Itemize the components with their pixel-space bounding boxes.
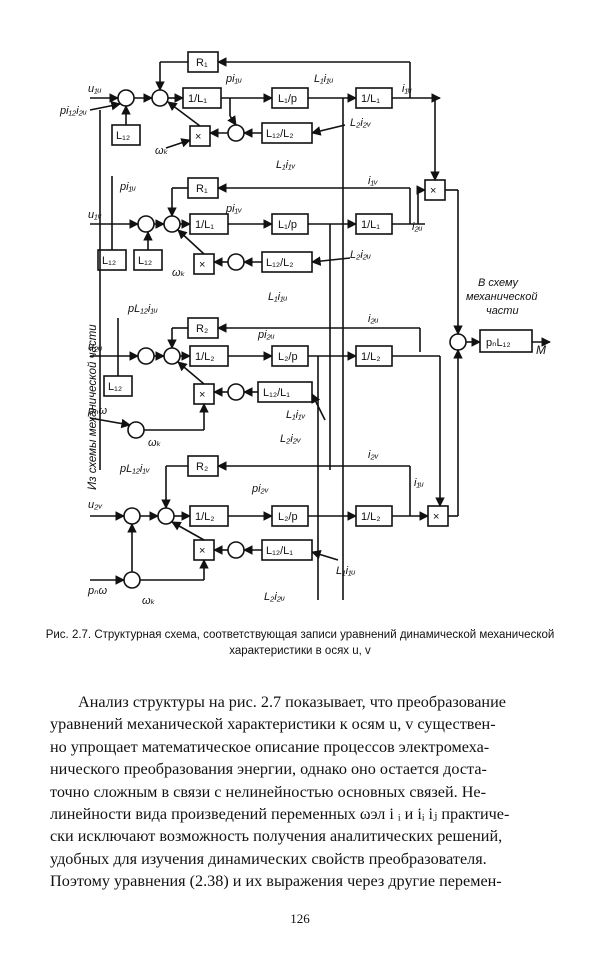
output-label-line2: механической <box>466 291 537 303</box>
page-number: 126 <box>290 911 310 926</box>
block-inv-l2-out-row4: 1/L₂ <box>361 511 381 523</box>
signal-omega-k-row2: ωₖ <box>172 267 186 279</box>
block-inv-l1-out-row2: 1/L₁ <box>361 219 380 231</box>
signal-L2i2v-row3: L₂i₂ᵥ <box>280 433 301 445</box>
block-l12-l1-row4: L₁₂/L₁ <box>266 545 293 557</box>
vertical-source-label: Из схемы механической части <box>87 324 99 490</box>
signal-i1u-row1: i₁ᵤ <box>402 83 412 95</box>
body-line: нического преобразования энергии, однако… <box>50 760 487 779</box>
block-pn-l12: pₙL₁₂ <box>486 337 511 349</box>
block-l12-row2a: L₁₂ <box>102 255 116 267</box>
block-l12-l1-row3: L₁₂/L₁ <box>263 387 290 399</box>
signal-u1v: u₁ᵥ <box>88 209 102 221</box>
block-mult-row1: × <box>195 131 201 143</box>
block-l2-p-row3: L₂/p <box>278 351 298 363</box>
figure-caption-text: Структурная схема, соответствующая запис… <box>94 629 555 657</box>
signal-i2v-row3: i₂ᵥ <box>368 449 379 461</box>
signal-pi2u: pi₂ᵤ <box>257 329 275 341</box>
signal-omega-k-row4: ωₖ <box>142 595 156 607</box>
body-line: удобных для изучения динамических свойст… <box>50 849 487 868</box>
body-line: уравнений механической характеристики к … <box>50 715 496 734</box>
body-line: линейности вида произведений переменных … <box>50 805 510 824</box>
figure-caption: Рис. 2.7. Структурная схема, соответству… <box>20 627 580 659</box>
block-mult-right1: × <box>430 185 436 197</box>
signal-pL12i1u: pL₁₂i₁ᵤ <box>127 303 158 315</box>
block-inv-l2-row4: 1/L₂ <box>195 511 215 523</box>
body-line: Поэтому уравнения (2.38) и их выражения … <box>50 872 502 891</box>
block-r1-row1: R₁ <box>196 57 208 69</box>
block-inv-l1-out-row1: 1/L₁ <box>361 93 380 105</box>
signal-pi2v: pi₂ᵥ <box>251 483 269 495</box>
signal-i1u-row4: i₁ᵤ <box>414 477 424 489</box>
signal-pi1u-row2: pi₁ᵤ <box>119 181 136 193</box>
output-symbol: M <box>536 343 546 357</box>
block-l1-p-row2: L₁/p <box>278 219 297 231</box>
block-diagram-figure: R₁ R₁ R₂ R₂ 1/L₁ 1/L₁ 1/L₂ 1/L₂ L₁/p L₁/… <box>59 51 551 607</box>
signal-i1v-row2: i₁ᵥ <box>368 175 378 187</box>
block-inv-l1-row1: 1/L₁ <box>188 93 207 105</box>
signal-u2v: u₂ᵥ <box>88 499 102 511</box>
signal-u2u: u₂ᵤ <box>88 341 102 353</box>
signal-L1i1v-row1: L₁i₁ᵥ <box>276 159 296 171</box>
signal-L1i1u-row2: L₁i₁ᵤ <box>268 291 288 303</box>
block-l12-row3: L₁₂ <box>108 381 122 393</box>
signal-pn-omega-row3: pₙω <box>87 405 108 417</box>
body-line: Анализ структуры на рис. 2.7 показывает,… <box>78 693 506 711</box>
block-r2-row4: R₂ <box>196 461 208 473</box>
block-inv-l1-row2: 1/L₁ <box>195 219 214 231</box>
block-mult-row2: × <box>199 259 205 271</box>
signal-L1i1v-row3: L₁i₁ᵥ <box>286 409 306 421</box>
body-paragraph: Анализ структуры на рис. 2.7 показывает,… <box>50 691 590 893</box>
signal-pi12i2u: pi₁₂i₂ᵤ <box>59 105 87 117</box>
figure-caption-label: Рис. 2.7. <box>45 629 92 641</box>
signal-L2i2v-row1: L₂i₂ᵥ <box>350 117 371 129</box>
block-l1-p-row1: L₁/p <box>278 93 297 105</box>
block-mult-row3: × <box>199 389 205 401</box>
block-l12-row1: L₁₂ <box>116 130 130 142</box>
signal-pi1v-row2: pi₁ᵥ <box>225 203 242 215</box>
signal-i2u-row3: i₂ᵤ <box>368 313 379 325</box>
signal-pL12i1v: pL₁₂i₁ᵥ <box>119 463 150 475</box>
signal-L1i1u-row1: L₁i₁ᵤ <box>314 73 334 85</box>
signal-omega-k-row3: ωₖ <box>148 437 162 449</box>
block-inv-l2-out-row3: 1/L₂ <box>361 351 381 363</box>
body-line: ски исключают возможность получения анал… <box>50 827 503 846</box>
body-line: но упрощает математическое описание проц… <box>50 737 490 756</box>
block-l2-p-row4: L₂/p <box>278 511 298 523</box>
signal-i2u-row2: i₂ᵤ <box>412 221 423 233</box>
body-line: точно сложным в связи с нелинейностью ос… <box>50 782 486 801</box>
block-inv-l2-row3: 1/L₂ <box>195 351 215 363</box>
output-label-line1: В схему <box>478 277 519 289</box>
output-label-line3: части <box>486 305 519 317</box>
signal-omega-k-row1: ωₖ <box>155 145 169 157</box>
signal-pn-omega-row4: pₙω <box>87 585 108 597</box>
block-mult-row4: × <box>199 545 205 557</box>
signal-L2i2u-row4: L₂i₂ᵤ <box>264 591 285 603</box>
block-l12-row2b: L₁₂ <box>138 255 152 267</box>
block-r2-row3: R₂ <box>196 323 208 335</box>
signal-u1u: u₁ᵤ <box>88 83 102 95</box>
block-l12-l2-row2: L₁₂/L₂ <box>266 257 294 269</box>
block-mult-right2: × <box>433 511 439 523</box>
signal-pi1u-row1: pi₁ᵤ <box>225 73 242 85</box>
signal-L2i2u-row2: L₂i₂ᵤ <box>350 249 371 261</box>
block-l12-l2-row1: L₁₂/L₂ <box>266 128 294 140</box>
block-r1-row2: R₁ <box>196 183 208 195</box>
signal-L1i1u-row4: L₁i₁ᵤ <box>336 565 356 577</box>
